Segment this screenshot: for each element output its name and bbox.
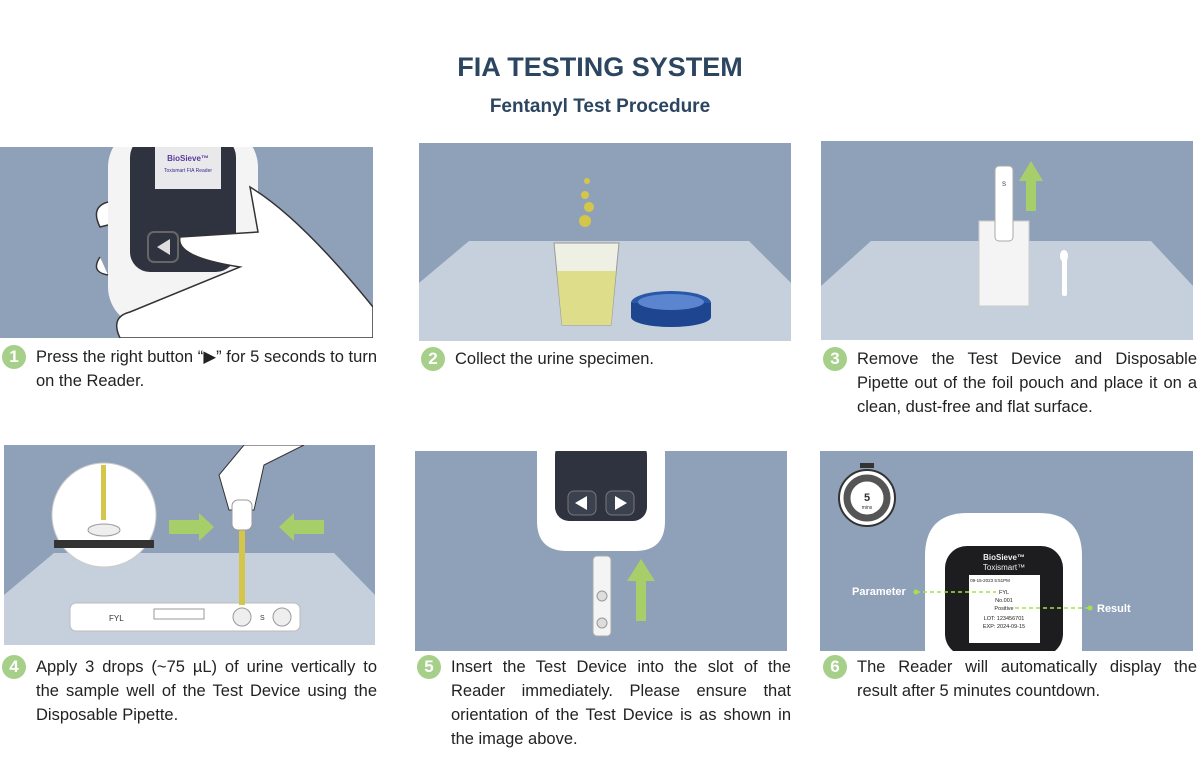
step-number-badge: 5 [417,655,441,679]
parameter-callout: Parameter [852,586,907,598]
device-label: FYL [109,614,124,623]
step-4-caption: 4 Apply 3 drops (~75 µL) of urine vertic… [2,655,377,727]
step-text: Apply 3 drops (~75 µL) of urine vertical… [36,658,377,724]
step-6-illustration: 5 mins BioSieve™ Toxismart™ 09-15-2023 5… [820,451,1193,651]
result-callout: Result [1097,603,1131,615]
reader-brand: BioSieve™ [983,553,1025,562]
svg-text:No.001: No.001 [995,598,1013,604]
step-1-illustration: BioSieve™ Toxismart FIA Reader [0,147,373,338]
step-4-illustration: FYL S [4,445,375,645]
svg-text:09-15-2023 5:51PM: 09-15-2023 5:51PM [970,578,1010,583]
reader-screen [969,575,1040,643]
step-3-illustration: S [821,141,1193,340]
step-text: Remove the Test Device and Disposable Pi… [857,350,1197,416]
svg-text:EXP: 2024-09-15: EXP: 2024-09-15 [983,624,1025,630]
page-title: FIA TESTING SYSTEM [457,52,743,82]
svg-text:LOT: 123456701: LOT: 123456701 [984,616,1025,622]
step-3-caption: 3 Remove the Test Device and Disposable … [823,347,1197,419]
svg-text:mins: mins [862,505,873,511]
svg-text:FYL: FYL [999,590,1009,596]
step-number-badge: 2 [421,347,445,371]
well-label: S [260,615,265,622]
step-5-caption: 5 Insert the Test Device into the slot o… [417,655,791,751]
svg-text:Positive: Positive [994,606,1013,612]
step-2-illustration [419,143,791,341]
page-subtitle: Fentanyl Test Procedure [489,96,711,117]
step-1-caption: 1 Press the right button “▶” for 5 secon… [2,345,377,393]
step-5-illustration [415,451,787,651]
reader-model: Toxismart™ [983,563,1025,572]
step-text: Collect the urine specimen. [455,350,655,368]
step-text: Insert the Test Device into the slot of … [451,658,791,748]
timer-icon: 5 mins [838,463,896,527]
reader-brand: BioSieve™ [167,154,209,163]
reader-model: Toxismart FIA Reader [164,168,212,174]
step-number-badge: 6 [823,655,847,679]
step-6-caption: 6 The Reader will automatically display … [823,655,1197,703]
step-number-badge: 1 [2,345,26,369]
well-label: S [1002,182,1006,188]
step-number-badge: 4 [2,655,26,679]
step-number-badge: 3 [823,347,847,371]
svg-text:5: 5 [864,492,870,504]
step-text: Press the right button “▶” for 5 seconds… [36,348,377,390]
step-text: The Reader will automatically display th… [857,658,1197,700]
step-2-caption: 2 Collect the urine specimen. [421,347,796,371]
